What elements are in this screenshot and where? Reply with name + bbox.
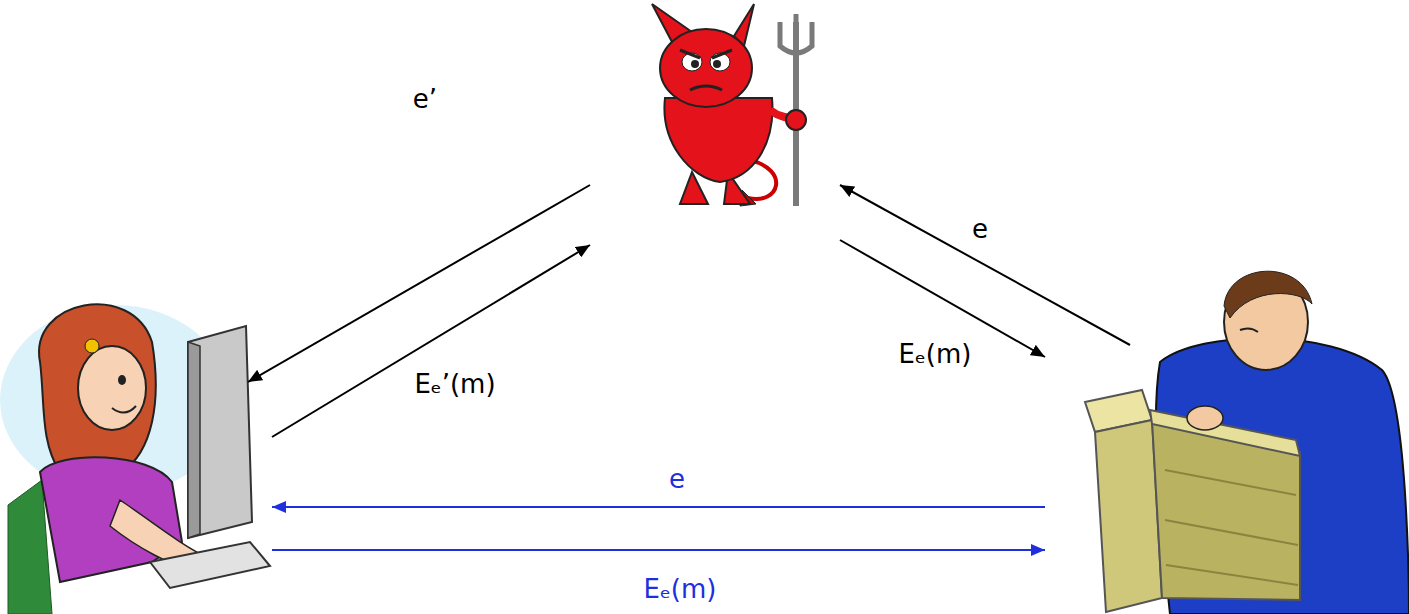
bob-figure [1150,410,1300,456]
alice-node [0,382,272,614]
alice-figure [150,542,270,588]
alice-figure [188,326,252,538]
message-arrow [272,549,1045,551]
bob-figure [1187,406,1223,430]
message-label: e [666,465,688,495]
message-label: e’ [410,85,440,115]
alice-figure [188,342,200,538]
message-label: Eₑ(m) [641,575,720,605]
bob-figure [1095,420,1162,612]
alice-figure [0,304,270,614]
alice-figure [78,346,146,430]
message-label: Eₑ(m) [896,340,975,370]
bob-figure [1085,271,1409,614]
message-label: e [969,215,991,245]
attacker-devil [660,29,752,107]
bob-node [1045,345,1409,614]
alice-figure [39,304,156,472]
attacker-devil [690,86,722,90]
attacker-devil [794,14,799,50]
attacker-devil [664,98,772,182]
bob-figure [1240,328,1258,332]
attacker-devil [786,110,806,130]
message-arrow [272,245,590,437]
attacker-devil [652,4,812,206]
message-label: Eₑ’(m) [411,370,498,400]
attacker-devil [680,50,732,58]
alice-figure [85,339,99,353]
message-arrow [272,506,1045,508]
alice-figure [118,375,126,385]
bob-figure [1224,271,1312,318]
bob-figure [1165,470,1298,585]
attacker-node [590,0,840,250]
message-arrow [248,185,590,382]
attacker-devil [691,60,699,68]
attacker-devil [713,60,721,68]
alice-figure [112,406,136,413]
